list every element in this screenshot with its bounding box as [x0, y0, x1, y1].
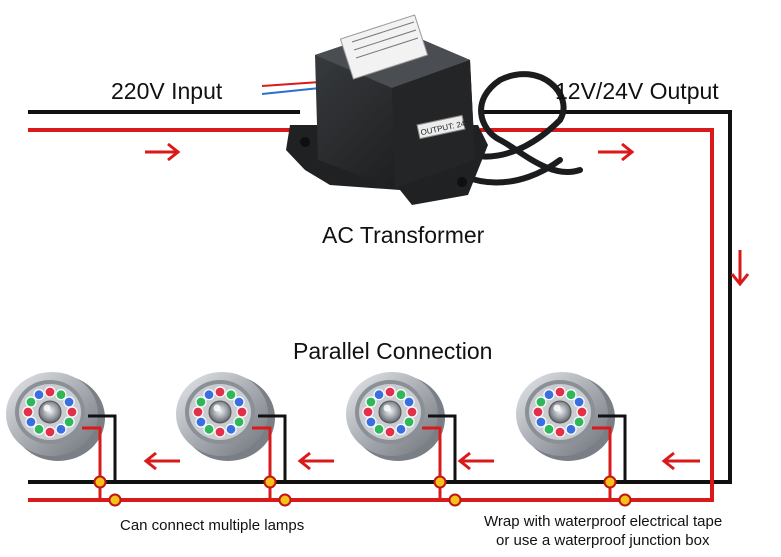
lamp-led: [406, 406, 418, 418]
lamp-led: [195, 396, 207, 408]
lamp-led: [55, 389, 67, 401]
lamp-3: [346, 372, 445, 461]
lamp-led: [535, 396, 547, 408]
output-label: 12V/24V Output: [555, 78, 719, 104]
lamp-led: [55, 423, 67, 435]
lamp-led: [203, 423, 215, 435]
arrow-left-2: [457, 451, 494, 471]
ac-transformer: OUTPUT: 24V: [286, 14, 488, 205]
input-label: 220V Input: [111, 78, 223, 104]
input-lead-blue: [261, 87, 321, 95]
junction-neutral: [603, 475, 617, 489]
arrow-right-input: [145, 142, 181, 162]
transformer-label: AC Transformer: [322, 222, 485, 248]
parallel-connection-label: Parallel Connection: [293, 338, 493, 364]
lamp-led: [543, 423, 555, 435]
lamp-led: [214, 386, 226, 398]
lamp-led: [384, 386, 396, 398]
lamp-led: [573, 396, 585, 408]
lamp-led: [532, 406, 544, 418]
lamp-led: [373, 423, 385, 435]
junction-live: [618, 493, 632, 507]
lamp-led: [565, 423, 577, 435]
arrow-left-4: [143, 451, 180, 471]
lamp-1: [6, 372, 105, 461]
lamp-4: [516, 372, 615, 461]
junction-neutral: [263, 475, 277, 489]
output-live-wire: [28, 128, 714, 502]
lamp-neutral-lead: [428, 414, 457, 482]
lamp-led: [565, 389, 577, 401]
lamp-led: [403, 396, 415, 408]
lamp-led: [63, 396, 75, 408]
output-cable: [452, 71, 583, 175]
lamp-led: [66, 406, 78, 418]
lamp-lens-highlight: [383, 404, 391, 412]
lamp-led: [44, 386, 56, 398]
junction-live: [108, 493, 122, 507]
lamp-led: [214, 426, 226, 438]
lamp-led: [365, 396, 377, 408]
lamp-led: [33, 423, 45, 435]
arrow-left-1: [661, 451, 700, 471]
transformer-label-plate: [339, 14, 429, 80]
waterproof-note-line2: or use a waterproof junction box: [496, 532, 710, 549]
lamp-led: [22, 406, 34, 418]
junction-live: [448, 493, 462, 507]
lamp-2: [176, 372, 275, 461]
lamp-led: [403, 416, 415, 428]
lamp-led: [373, 389, 385, 401]
output-neutral-wire: [28, 110, 732, 484]
lamp-led: [225, 423, 237, 435]
lamp-led: [554, 426, 566, 438]
arrow-right-output: [598, 142, 635, 162]
lamp-led: [554, 386, 566, 398]
lamp-center-lens: [208, 400, 232, 424]
arrow-left-3: [297, 451, 334, 471]
lamp-led: [236, 406, 248, 418]
waterproof-note-line1: Wrap with waterproof electrical tape: [484, 513, 723, 530]
lamp-led: [395, 389, 407, 401]
lamp-led: [25, 416, 37, 428]
lamp-led: [25, 396, 37, 408]
multiple-lamps-note: Can connect multiple lamps: [120, 517, 305, 534]
input-lead-red: [261, 81, 321, 87]
junction-group: [82, 414, 632, 507]
lamp-lens-highlight: [553, 404, 561, 412]
lamp-led: [195, 416, 207, 428]
lamp-led: [203, 389, 215, 401]
lamp-led: [365, 416, 377, 428]
transformer-output-tag: [416, 114, 466, 140]
lamp-led: [362, 406, 374, 418]
lamp-led: [535, 416, 547, 428]
lamp-center-lens: [548, 400, 572, 424]
lamp-lens-highlight: [213, 404, 221, 412]
lamp-led: [573, 416, 585, 428]
lamp-neutral-lead: [88, 414, 117, 482]
lamp-group: [6, 372, 615, 461]
lamp-led: [543, 389, 555, 401]
lamp-neutral-lead: [258, 414, 287, 482]
junction-live: [278, 493, 292, 507]
junction-neutral: [433, 475, 447, 489]
lamp-led: [576, 406, 588, 418]
arrow-down-output: [730, 250, 750, 287]
lamp-led: [33, 389, 45, 401]
lamp-led: [44, 426, 56, 438]
lamp-led: [233, 416, 245, 428]
lamp-led: [225, 389, 237, 401]
lamp-center-lens: [378, 400, 402, 424]
lamp-led: [384, 426, 396, 438]
lamp-neutral-lead: [598, 414, 627, 482]
lamp-center-lens: [38, 400, 62, 424]
lamp-lens-highlight: [43, 404, 51, 412]
lamp-led: [395, 423, 407, 435]
lamp-led: [63, 416, 75, 428]
lamp-led: [233, 396, 245, 408]
junction-neutral: [93, 475, 107, 489]
lamp-led: [192, 406, 204, 418]
